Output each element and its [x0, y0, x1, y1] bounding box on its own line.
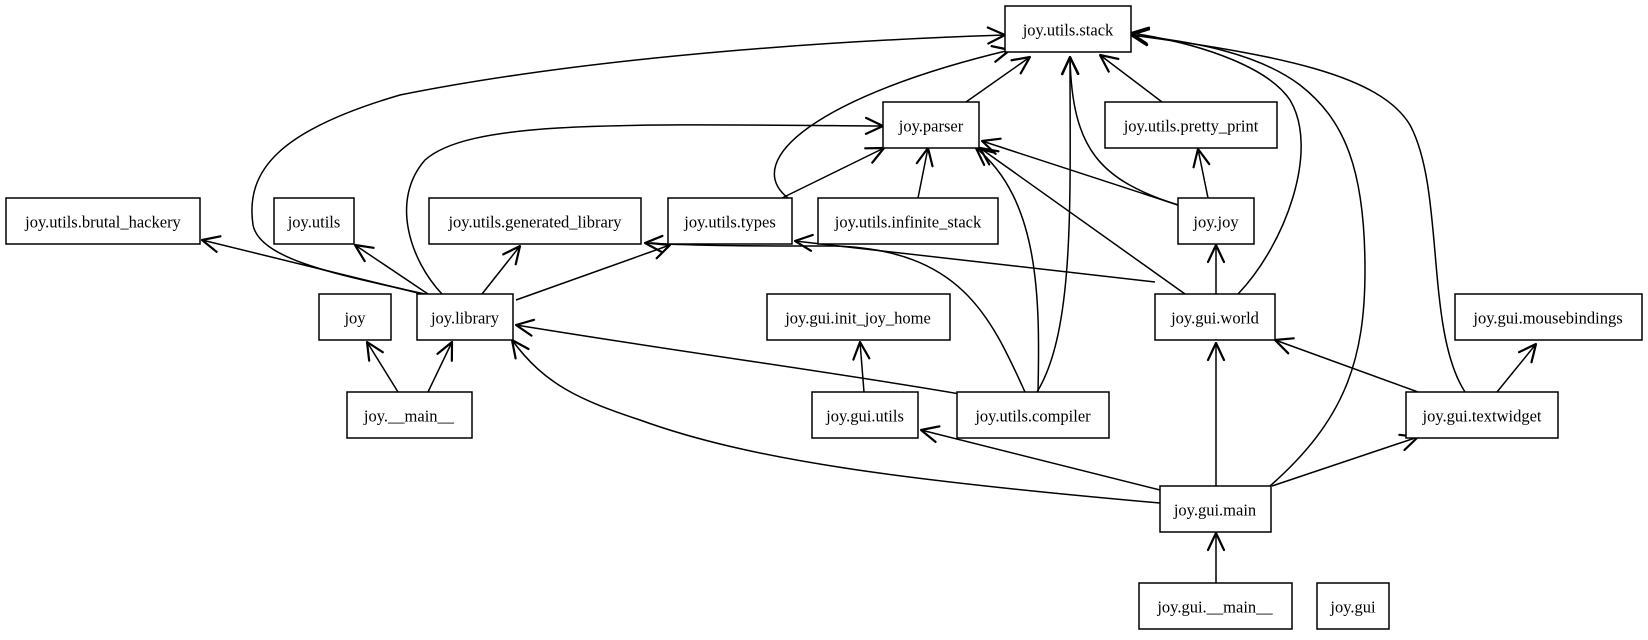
node-joy-utils-infinite-stack: joy.utils.infinite_stack [817, 197, 999, 245]
dependency-edges [202, 33, 1536, 583]
edge-compiler-to-parser [976, 148, 1040, 393]
svg-text:joy.utils: joy.utils [287, 213, 341, 232]
node-joy-main: joy.__main__ [346, 391, 473, 439]
edge-library-to-parser [405, 125, 883, 295]
node-joy-gui-init-joy-home: joy.gui.init_joy_home [766, 293, 951, 341]
edge-compiler-to-generated-library [645, 243, 1026, 393]
svg-text:joy.__main__: joy.__main__ [363, 407, 455, 426]
svg-text:joy.utils.pretty_print: joy.utils.pretty_print [1123, 117, 1259, 136]
edge-world-to-stack [1131, 33, 1302, 295]
edge-library-to-types [515, 245, 670, 301]
svg-text:joy.gui.init_joy_home: joy.gui.init_joy_home [784, 309, 931, 328]
node-joy: joy [318, 293, 392, 341]
edge-main-to-library [427, 342, 452, 393]
edge-textwidget-to-stack [1131, 35, 1466, 393]
node-joy-utils-types: joy.utils.types [667, 197, 793, 245]
svg-text:joy.gui.main: joy.gui.main [1173, 501, 1256, 520]
node-joy-utils-stack: joy.utils.stack [1004, 5, 1132, 53]
svg-text:joy.gui.mousebindings: joy.gui.mousebindings [1472, 309, 1622, 328]
svg-text:joy.utils.brutal_hackery: joy.utils.brutal_hackery [24, 213, 181, 232]
edge-library-to-stack [251, 35, 1005, 295]
edge-types-to-parser [781, 148, 884, 199]
node-joy-gui: joy.gui [1316, 582, 1390, 630]
node-joy-utils-brutal-hackery: joy.utils.brutal_hackery [5, 197, 201, 245]
node-joy-gui-main-script: joy.gui.__main__ [1138, 582, 1293, 630]
svg-text:joy.gui.world: joy.gui.world [1170, 309, 1260, 328]
edge-parser-to-stack [965, 57, 1030, 103]
node-joy-gui-mousebindings: joy.gui.mousebindings [1454, 293, 1643, 341]
svg-text:joy.utils.types: joy.utils.types [683, 213, 776, 232]
node-joy-gui-world: joy.gui.world [1154, 293, 1276, 341]
svg-text:joy.library: joy.library [430, 309, 500, 328]
node-joy-parser: joy.parser [882, 101, 980, 149]
node-joy-utils-generated-library: joy.utils.generated_library [428, 197, 642, 245]
svg-text:joy.gui: joy.gui [1329, 598, 1376, 617]
svg-text:joy.utils.compiler: joy.utils.compiler [974, 407, 1091, 426]
edge-infinite-stack-to-parser [918, 148, 928, 199]
edge-library-to-generated-library [481, 246, 520, 295]
edge-library-to-utils [355, 245, 429, 295]
edge-compiler-to-library [516, 325, 961, 395]
node-joy-joy: joy.joy [1177, 197, 1255, 245]
node-joy-utils-compiler: joy.utils.compiler [956, 391, 1110, 439]
node-joy-gui-utils: joy.gui.utils [811, 391, 919, 439]
edge-joy-to-pretty-print [1198, 149, 1208, 199]
module-nodes: joy.utils.stack joy.parser joy.utils.pre… [5, 5, 1643, 630]
edge-joy-to-stack [1070, 57, 1179, 206]
edge-world-to-parser [980, 148, 1186, 295]
edge-library-to-brutal-hackery [202, 240, 423, 295]
node-joy-utils: joy.utils [273, 197, 355, 245]
edge-joy-to-parser [982, 141, 1179, 206]
edge-gui-main-to-gui-utils [921, 430, 1161, 491]
svg-text:joy.parser: joy.parser [898, 117, 964, 136]
edge-main-to-joy [367, 342, 399, 393]
svg-text:joy.utils.infinite_stack: joy.utils.infinite_stack [834, 213, 982, 232]
edge-textwidget-to-world [1275, 340, 1419, 393]
svg-text:joy.gui.textwidget: joy.gui.textwidget [1422, 407, 1542, 426]
node-joy-library: joy.library [416, 293, 514, 341]
svg-text:joy.gui.utils: joy.gui.utils [825, 407, 904, 426]
edge-pretty-print-to-stack [1100, 55, 1163, 103]
node-joy-gui-main: joy.gui.main [1159, 485, 1272, 533]
node-joy-utils-pretty-print: joy.utils.pretty_print [1104, 101, 1278, 149]
svg-text:joy.utils.stack: joy.utils.stack [1022, 21, 1114, 40]
edge-gui-utils-to-init-joy-home [860, 342, 864, 393]
edge-textwidget-to-mousebindings [1496, 344, 1536, 393]
node-joy-gui-textwidget: joy.gui.textwidget [1405, 391, 1559, 439]
edge-gui-main-to-stack [1131, 35, 1366, 487]
svg-text:joy.utils.generated_library: joy.utils.generated_library [447, 213, 622, 232]
edge-gui-main-to-library [512, 340, 1161, 504]
edge-compiler-to-stack [1036, 57, 1070, 393]
svg-text:joy: joy [343, 309, 366, 328]
svg-text:joy.gui.__main__: joy.gui.__main__ [1156, 598, 1273, 617]
edge-gui-main-to-textwidget [1271, 437, 1418, 487]
svg-text:joy.joy: joy.joy [1192, 213, 1239, 232]
edge-types-to-stack [773, 50, 1010, 199]
